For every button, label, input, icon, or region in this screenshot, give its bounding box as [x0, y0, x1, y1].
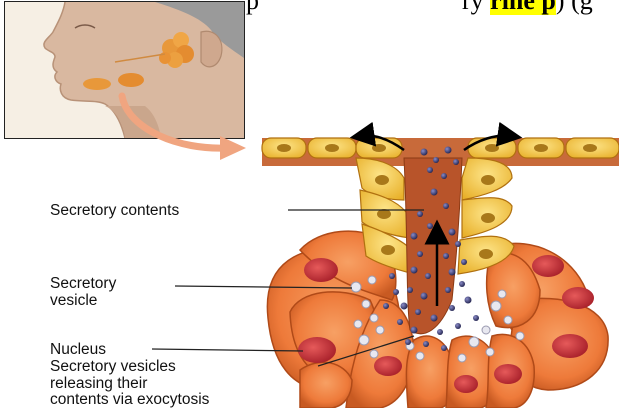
label-nucleus: Nucleus — [50, 341, 106, 358]
label-releasing-line1: Secretory vesicles — [50, 358, 176, 375]
label-secretory-vesicle-line1: Secretory — [50, 275, 116, 292]
label-secretory-contents: Secretory contents — [50, 202, 179, 219]
label-secretory-vesicle-line2: vesicle — [50, 292, 97, 309]
label-releasing-line3: contents via exocytosis — [50, 391, 209, 408]
pointer-arrow — [122, 96, 226, 148]
label-releasing-line2: releasing their — [50, 375, 147, 392]
pointer-arrow-head — [220, 136, 246, 160]
